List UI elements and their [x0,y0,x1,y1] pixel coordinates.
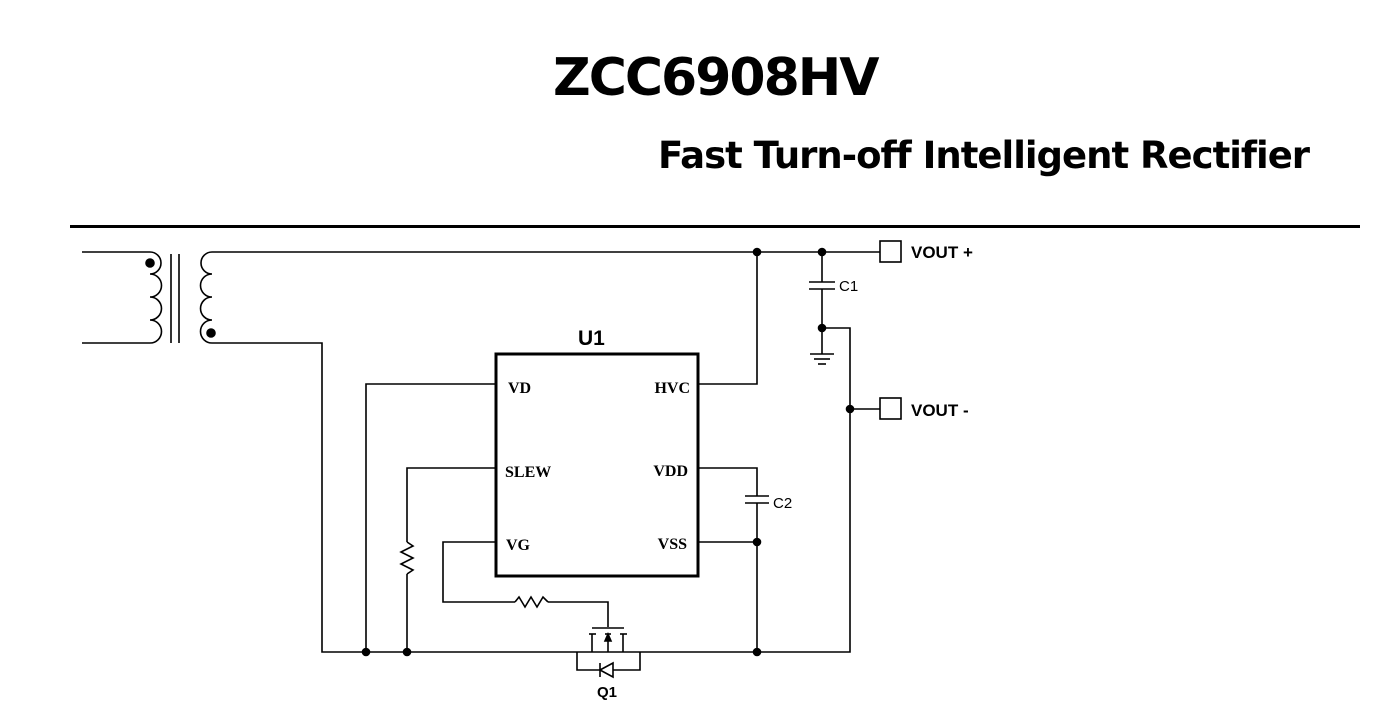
wire-gate [548,601,609,627]
pin-vss-label: VSS [658,536,687,553]
page-subtitle: Fast Turn-off Intelligent Rectifier [658,134,1310,177]
wire-hvc [698,252,758,385]
q1-arrow [603,631,613,642]
wire-return [760,327,851,653]
q1-label: Q1 [597,684,617,701]
pin-hvc-label: HVC [654,380,690,397]
ic-u1-body [494,352,700,578]
wire-slew [406,467,496,542]
pin-vdd-label: VDD [653,463,688,480]
wire-secondary-bottom [212,342,577,653]
vout-plus-terminal [879,240,902,263]
primary-dot [145,258,155,268]
vout-plus-label: VOUT + [911,243,973,262]
pin-slew-label: SLEW [505,464,551,481]
secondary-dot [206,328,216,338]
junction [845,404,855,414]
c2-label: C2 [773,495,792,512]
gate-resistor [514,595,549,609]
vout-minus-label: VOUT - [911,401,969,420]
wire-vd [365,383,496,652]
pin-vg-label: VG [506,537,531,554]
ic-label: U1 [578,327,605,350]
c1-label: C1 [839,278,858,295]
page-title: ZCC6908HV [553,48,880,108]
primary-winding [149,251,163,344]
header-divider [70,225,1360,228]
transformer [82,251,216,344]
mosfet-q1 [576,627,641,679]
vout-minus-terminal [879,397,902,420]
q1-body-diode [598,661,614,679]
slew-resistor [399,541,415,575]
secondary-winding [199,251,213,344]
pin-vd-label: VD [508,380,531,397]
wire-vdd [698,467,758,496]
junction [752,537,762,547]
wire-vg [442,541,515,603]
